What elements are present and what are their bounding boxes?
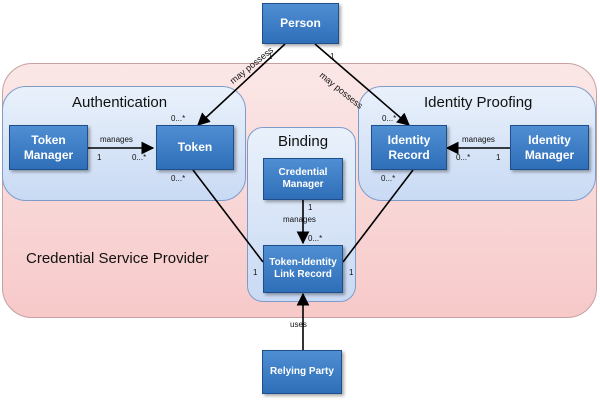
token-manager-box[interactable]: Token Manager	[9, 125, 88, 170]
binding-title: Binding	[278, 133, 329, 150]
multiplicity-token-top: 0...*	[171, 114, 186, 123]
identity-record-box[interactable]: Identity Record	[371, 125, 447, 170]
person-to-token-line	[197, 43, 286, 126]
person-box[interactable]: Person	[262, 3, 339, 44]
manages-binding-label: manages	[283, 215, 316, 224]
multiplicity-person-left: 1	[268, 52, 273, 61]
identity-manager-box[interactable]: Identity Manager	[510, 125, 589, 170]
credential-manager-box[interactable]: Credential Manager	[263, 158, 343, 200]
multiplicity-token-manager: 1	[97, 153, 102, 162]
multiplicity-link-record-left: 1	[253, 268, 258, 277]
multiplicity-link-record-managed: 0...*	[308, 234, 323, 243]
multiplicity-identity-record-bottom: 0...*	[381, 174, 396, 183]
manages-token-label: manages	[100, 135, 133, 144]
multiplicity-token-bottom: 0...*	[171, 174, 186, 183]
token-identity-link-record-box[interactable]: Token-Identity Link Record	[263, 245, 343, 293]
authentication-title: Authentication	[72, 94, 168, 111]
manages-identity-label: manages	[462, 135, 495, 144]
multiplicity-credential-manager: 1	[308, 203, 313, 212]
person-to-identity-record-line	[314, 43, 410, 126]
multiplicity-token-managed: 0...*	[132, 153, 147, 162]
uses-label: uses	[290, 320, 307, 329]
multiplicity-identity-manager: 1	[496, 153, 501, 162]
multiplicity-identity-record-top: 0...*	[382, 114, 397, 123]
multiplicity-identity-record-managed: 0...*	[456, 153, 471, 162]
identity-proofing-title: Identity Proofing	[424, 94, 533, 111]
identity-record-to-link-line	[342, 169, 414, 263]
relying-party-box[interactable]: Relying Party	[262, 350, 342, 394]
token-box[interactable]: Token	[156, 125, 234, 170]
token-to-link-line	[192, 169, 264, 263]
csp-title: Credential Service Provider	[26, 250, 209, 267]
multiplicity-link-record-right: 1	[349, 268, 354, 277]
multiplicity-person-right: 1	[330, 52, 335, 61]
